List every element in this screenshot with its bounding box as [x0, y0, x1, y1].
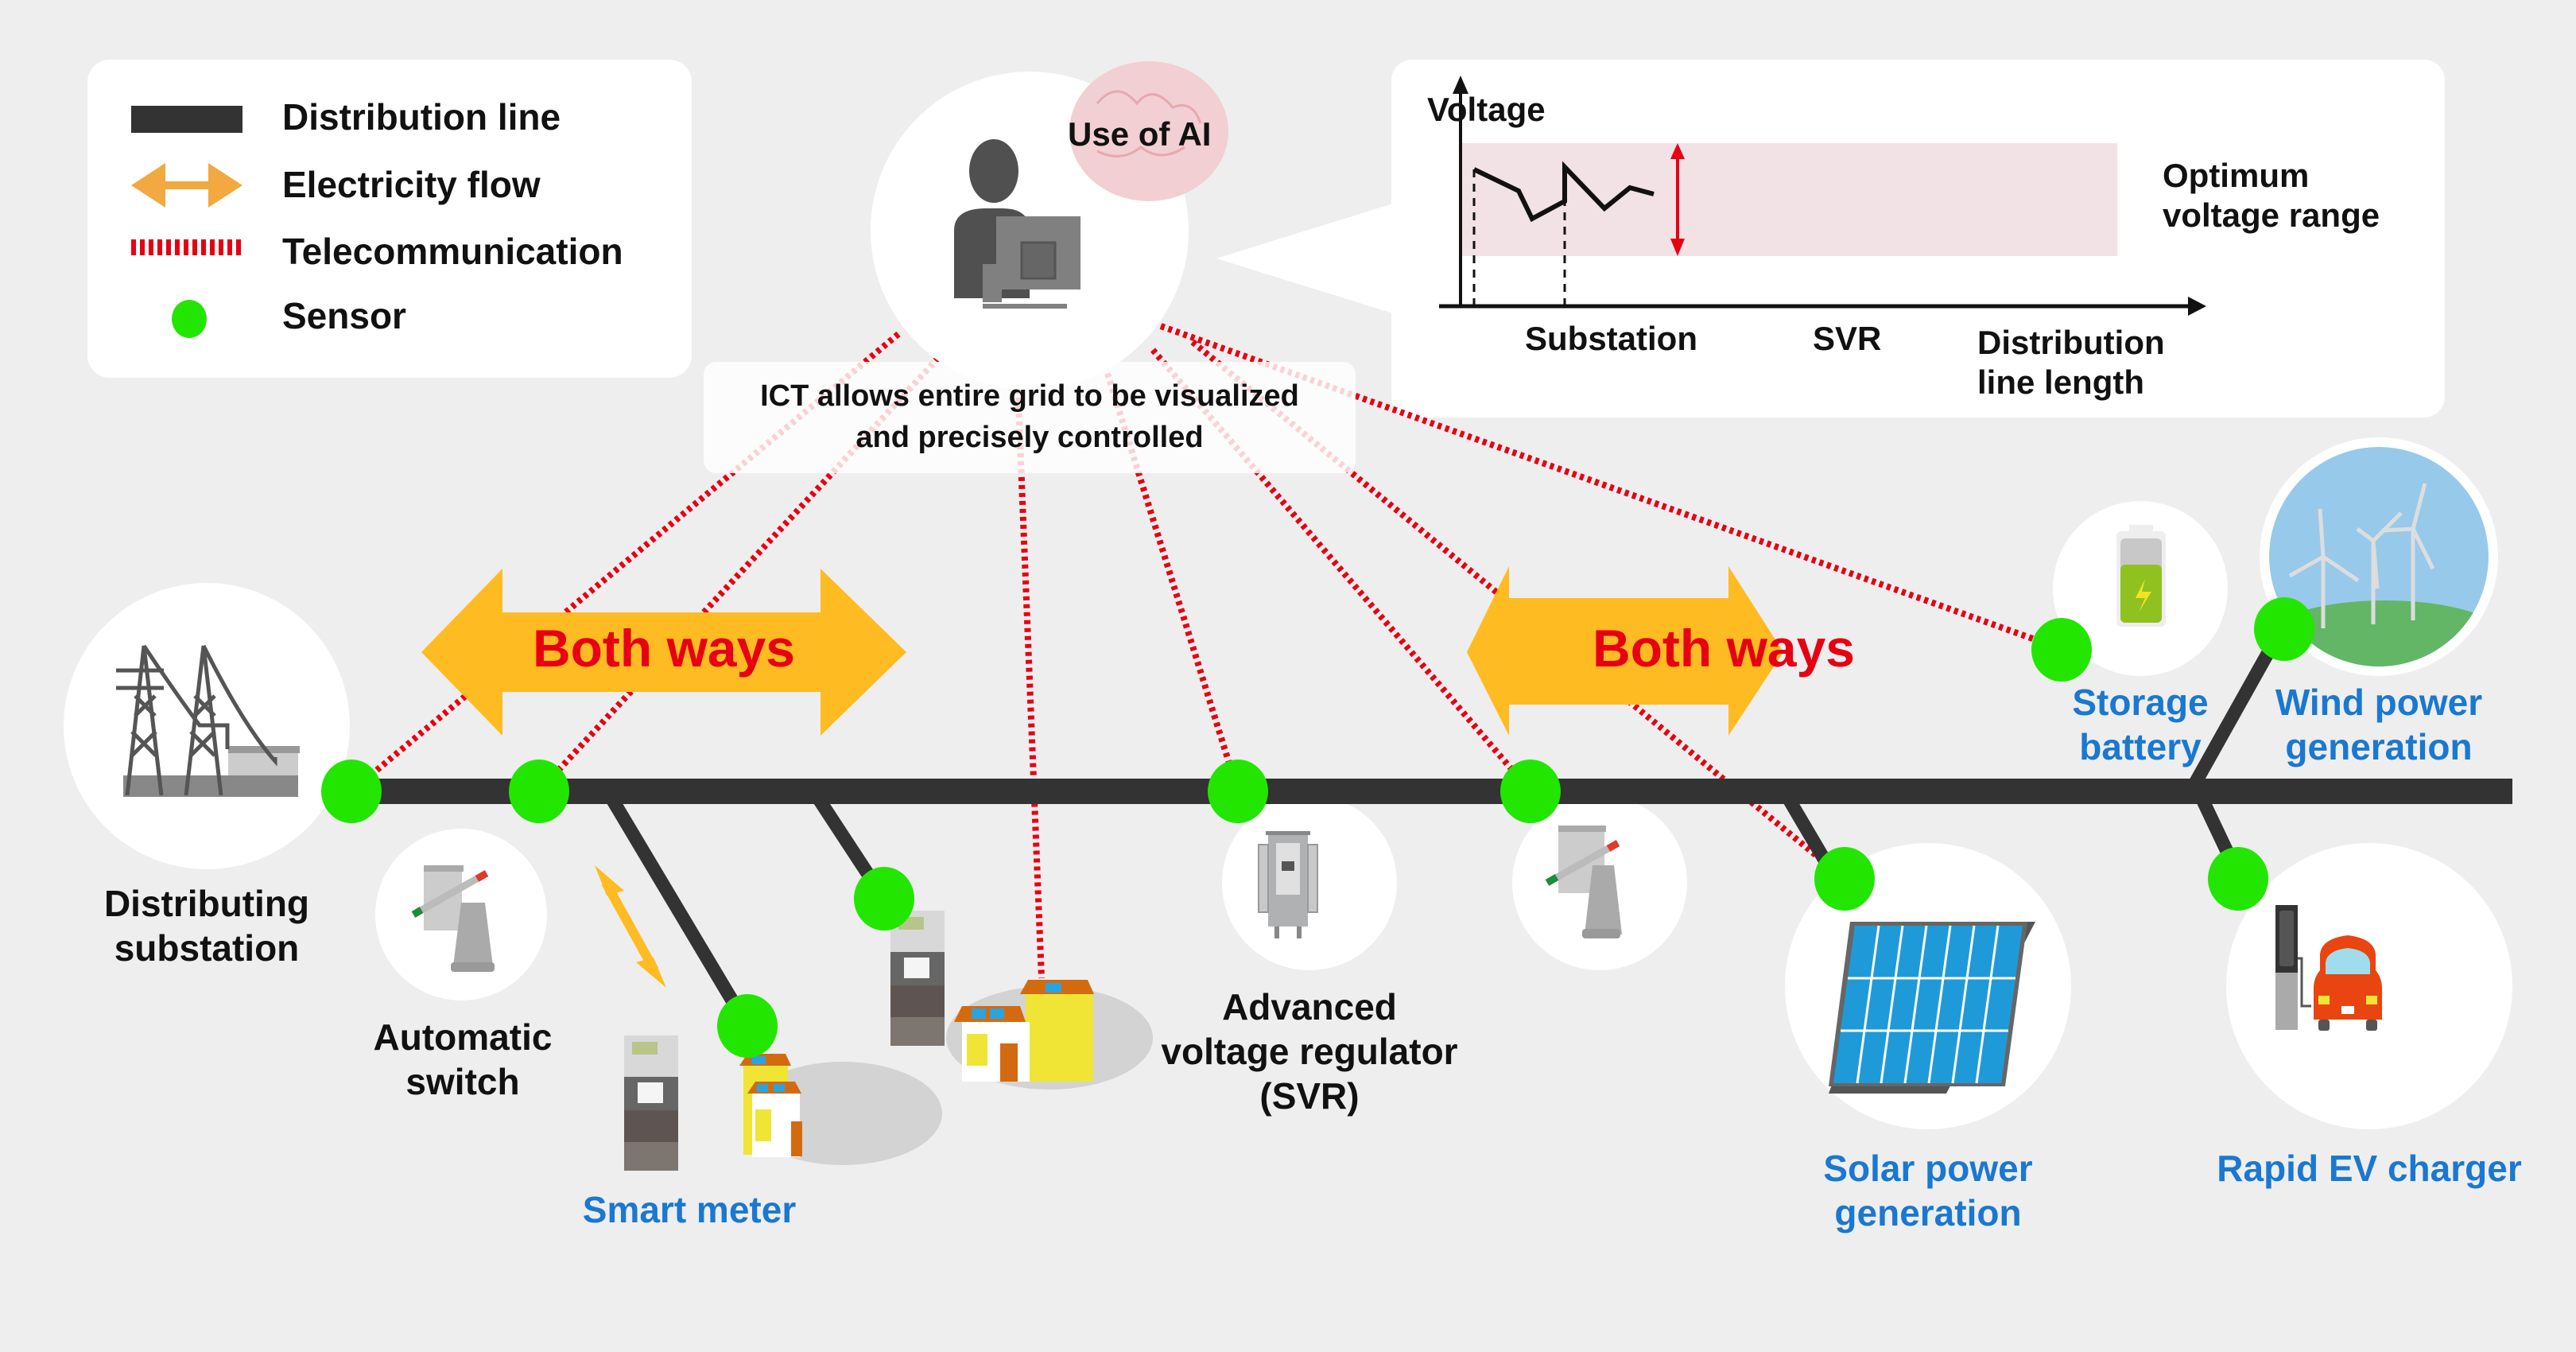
sensor-auto-switch-2[interactable]	[1500, 760, 1561, 823]
caption-line2: and precisely controlled	[855, 421, 1203, 454]
operator-icon	[954, 139, 1080, 309]
legend-panel	[87, 60, 692, 378]
x-axis-label-line2: line length	[1977, 363, 2144, 401]
sensor-auto-switch[interactable]	[509, 760, 569, 823]
y-axis-label: Voltage	[1427, 91, 1546, 128]
flow-arrow-left: Both ways	[421, 569, 906, 736]
sensor-ev[interactable]	[2208, 847, 2268, 911]
house-icon	[739, 1054, 802, 1157]
small-flow-arrow-icon	[595, 865, 666, 988]
label-ev: Rapid EV charger	[2217, 1148, 2522, 1189]
caption-box	[704, 362, 1356, 473]
legend-label-distribution-line: Distribution line	[282, 96, 561, 138]
sensor-smart-meter-1[interactable]	[717, 994, 778, 1058]
car-icon	[2314, 935, 2382, 1031]
legend-label-electricity-flow: Electricity flow	[282, 164, 541, 205]
speech-bubble-tail	[1216, 203, 1395, 314]
flow-label-left: Both ways	[533, 619, 795, 678]
range-arrow-up	[1670, 143, 1685, 159]
voltage-profile-line	[1472, 161, 1655, 223]
sensor-swatch-icon	[172, 300, 207, 338]
distribution-line-swatch-icon	[131, 106, 242, 133]
flow-label-right: Both ways	[1593, 619, 1855, 678]
x-tick-svr: SVR	[1813, 320, 1881, 357]
smart-meter-icon	[890, 911, 945, 1046]
optimum-voltage-band	[1461, 143, 2117, 256]
label-smart-meter: Smart meter	[583, 1189, 797, 1230]
sensors	[321, 597, 2314, 1058]
sensor-wind[interactable]	[2254, 597, 2314, 661]
label-svr-line1: Advanced	[1222, 986, 1397, 1028]
label-substation-line1: Distributing	[104, 883, 309, 924]
label-solar-line1: Solar power	[1823, 1148, 2032, 1189]
smart-meter-icon	[624, 1035, 678, 1171]
band-label-line1: Optimum	[2163, 157, 2309, 194]
legend-label-telecommunication: Telecommunication	[282, 231, 623, 272]
sensor-storage[interactable]	[2031, 618, 2092, 682]
branch-solar	[1783, 795, 1835, 871]
sensor-smart-meter-2[interactable]	[854, 867, 914, 930]
electricity-flow-swatch-icon	[131, 163, 242, 208]
range-arrow-down	[1670, 239, 1685, 256]
sensor-substation[interactable]	[321, 760, 382, 823]
x-axis-arrowhead	[2188, 297, 2206, 316]
automatic-switch-icon	[411, 865, 495, 972]
label-solar-line2: generation	[1834, 1192, 2021, 1234]
legend-label-sensor: Sensor	[282, 295, 406, 336]
legend: Distribution line Electricity flow Telec…	[87, 60, 692, 378]
ev-charger-icon	[2275, 905, 2311, 1030]
label-storage-line1: Storage	[2072, 682, 2208, 723]
brain-icon	[1069, 61, 1228, 201]
substation-tower-icon	[116, 644, 300, 797]
svr-transformer-icon	[1258, 831, 1318, 938]
label-auto-switch-line2: switch	[405, 1061, 519, 1102]
x-axis-label-line1: Distribution	[1977, 324, 2165, 361]
label-wind-line2: generation	[2285, 726, 2472, 767]
band-label-line2: voltage range	[2163, 196, 2380, 234]
ai-operator: Use of AI	[871, 61, 1228, 390]
node-labels: Distributing substation Automatic switch…	[104, 682, 2522, 1234]
label-svr-line3: (SVR)	[1259, 1075, 1359, 1117]
sensor-solar[interactable]	[1814, 847, 1875, 911]
ai-label: Use of AI	[1068, 115, 1211, 153]
label-storage-line2: battery	[2079, 726, 2202, 767]
y-axis-arrowhead	[1453, 76, 1468, 94]
ict-caption: ICT allows entire grid to be visualized …	[704, 362, 1356, 473]
voltage-chart: Voltage Optimum voltage range Substation…	[1216, 60, 2445, 418]
flow-arrow-right: Both ways	[1467, 566, 1855, 736]
solar-panel-icon	[1829, 922, 2035, 1094]
house-icon	[954, 980, 1094, 1082]
x-tick-substation: Substation	[1525, 320, 1697, 357]
caption-line1: ICT allows entire grid to be visualized	[760, 379, 1299, 413]
double-arrow-icon	[421, 569, 906, 736]
label-wind-line1: Wind power	[2275, 682, 2482, 723]
branch-smart-meter-1	[606, 795, 754, 1030]
automatic-switch-icon	[1545, 826, 1622, 938]
sensor-svr[interactable]	[1208, 760, 1268, 823]
double-arrow-icon	[1467, 566, 1783, 736]
storage-battery-icon	[2116, 525, 2166, 627]
label-auto-switch-line1: Automatic	[374, 1016, 553, 1058]
label-svr-line2: voltage regulator	[1161, 1031, 1457, 1072]
label-substation-line2: substation	[114, 927, 300, 969]
